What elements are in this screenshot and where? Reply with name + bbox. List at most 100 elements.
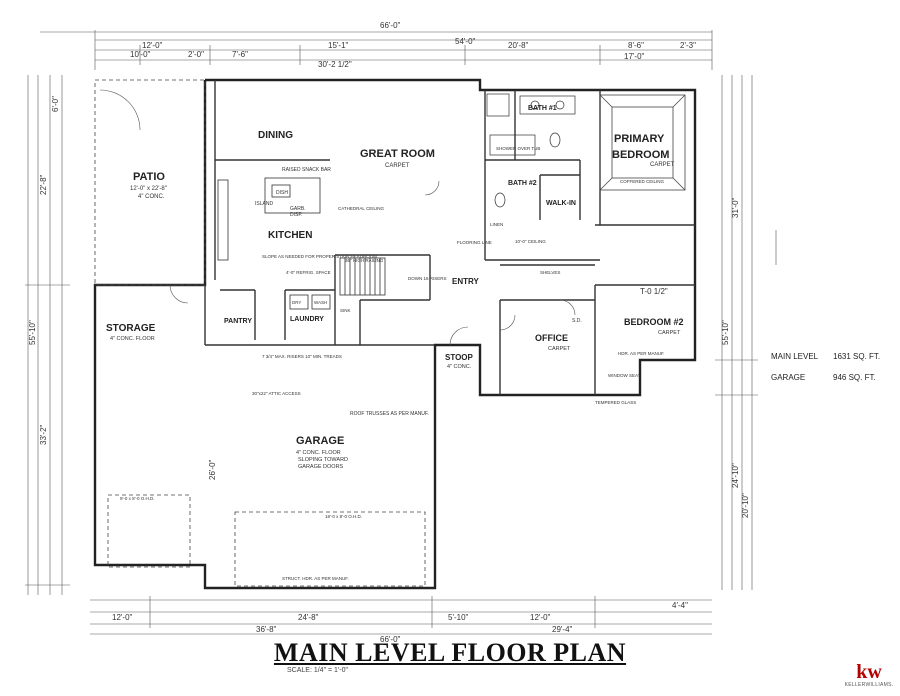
note-linen: LINEN <box>490 222 503 227</box>
primary-floor: CARPET <box>650 162 675 168</box>
stoop-floor: 4" CONC. <box>447 364 472 370</box>
dim-right-3: 24'-10" <box>731 463 740 488</box>
room-office: OFFICE <box>535 333 568 343</box>
garage-floor-1: 4" CONC. FLOOR <box>296 450 341 456</box>
coffered-ceiling <box>599 94 686 191</box>
dim-top-4: 7'-6" <box>232 50 248 59</box>
note-attic: 30"x22" ATTIC ACCESS <box>252 391 301 396</box>
dim-bottom-total: 66'-0" <box>380 635 401 644</box>
dishwasher <box>271 184 291 198</box>
toilet <box>549 132 561 148</box>
note-struct-hdr: STRUCT. HDR. AS PER MANUF. <box>282 576 349 581</box>
room-garage: GARAGE <box>296 435 344 447</box>
dim-top-sub: 54'-0" <box>455 37 476 46</box>
garage-area-value: 946 SQ. FT. <box>833 373 876 382</box>
dim-top-8: 8'-6" <box>628 41 644 50</box>
storage-floor: 4" CONC. FLOOR <box>110 336 155 342</box>
room-storage: STORAGE <box>106 323 156 334</box>
kw-logo: kw KELLERWILLIAMS. <box>842 662 896 694</box>
note-roof-truss: ROOF TRUSSES AS PER MANUF. <box>350 411 429 417</box>
dim-bottom-2: 24'-8" <box>298 613 319 622</box>
room-kitchen: KITCHEN <box>268 230 312 241</box>
great-room-floor: CARPET <box>385 163 410 169</box>
main-level-value: 1631 SQ. FT. <box>833 352 881 361</box>
dim-right-2: 31'-0" <box>731 197 740 218</box>
dim-bottom-4: 12'-0" <box>530 613 551 622</box>
dryer <box>289 294 309 310</box>
note-island: ISLAND <box>255 201 273 207</box>
dim-bottom-1: 12'-0" <box>112 613 133 622</box>
dim-top-1: 12'-0" <box>142 41 163 50</box>
tub <box>489 134 536 156</box>
note-railing: 36" HIGH RAILING <box>345 258 384 263</box>
note-wash: WASH <box>314 300 327 305</box>
room-bath1: BATH #1 <box>528 105 557 112</box>
dim-bottom-sub2: 29'-4" <box>552 625 573 634</box>
dim-left-1: 55'-10" <box>28 320 37 345</box>
note-shelves: SHELVES <box>540 270 560 275</box>
stairs <box>339 257 386 296</box>
note-ceiling-10: 10'-0" CEILING <box>515 239 546 244</box>
dim-bottom-3: 5'-10" <box>448 613 469 622</box>
note-slope-headroom: SLOPE AS NEEDED FOR PROPER STAIR HEADROO… <box>262 254 377 259</box>
dim-top-2: 10'-0" <box>130 50 151 59</box>
dim-top-9: 17'-0" <box>624 52 645 61</box>
note-cathedral: CATHEDRAL CEILING <box>338 206 385 211</box>
plan-title: MAIN LEVEL FLOOR PLAN <box>273 638 627 667</box>
garage-floor-3: GARAGE DOORS <box>298 464 344 470</box>
dim-top-6: 30'-2 1/2" <box>318 60 352 69</box>
washer <box>311 294 331 310</box>
dim-left-2: 33'-2" <box>39 424 48 445</box>
room-walk-in: WALK-IN <box>546 200 576 207</box>
dim-bedroom2-width: T-0 1/2" <box>640 287 668 296</box>
dim-left-4: 6'-0" <box>51 96 60 112</box>
exterior-walls <box>93 78 697 590</box>
note-gard: GARB. <box>290 206 306 212</box>
office-floor: CARPET <box>548 346 571 352</box>
dim-top-5: 15'-1" <box>328 41 349 50</box>
note-down: DOWN 16 RISERS <box>408 276 447 281</box>
garage-door-single <box>107 494 191 568</box>
note-window-seat: WINDOW SEAT <box>608 373 641 378</box>
room-bedroom2: BEDROOM #2 <box>624 317 684 327</box>
dim-right-1: 55'-10" <box>721 320 730 345</box>
dim-bottom-sub1: 36'-8" <box>256 625 277 634</box>
dim-top-7: 20'-8" <box>508 41 529 50</box>
note-flooring-line: FLOORING LINE <box>457 240 492 245</box>
room-dining: DINING <box>258 130 293 141</box>
patio-floor: 4" CONC. <box>138 194 165 200</box>
kitchen-island <box>264 177 321 214</box>
dim-bottom-5: 4'-4" <box>672 601 688 610</box>
note-stairs: 7 3/4" MAX. RISERS 10" MIN. TREADS <box>262 354 342 359</box>
bedroom2-floor: CARPET <box>658 330 681 336</box>
note-sink: SINK <box>340 308 351 313</box>
room-stoop: STOOP <box>445 353 474 362</box>
note-refrig: 4'-0" REFRIG. SPACE <box>286 270 331 275</box>
dim-right-4: 20'-10" <box>741 493 750 518</box>
plan-scale: SCALE: 1/4" = 1'-0" <box>287 667 348 674</box>
garage-area-label: GARAGE <box>771 373 806 382</box>
room-bath2: BATH #2 <box>508 180 537 187</box>
garage-door-double <box>234 511 426 587</box>
dim-top-3: 2'-0" <box>188 50 204 59</box>
room-primary: PRIMARY <box>614 133 665 145</box>
kitchen-counter <box>217 179 229 261</box>
dim-left-3: 22'-8" <box>39 174 48 195</box>
kw-mark: kw <box>856 661 882 683</box>
room-patio: PATIO <box>133 171 165 183</box>
note-ohd-double: 18'-0 x 8'-0 O.H.D. <box>325 514 362 519</box>
patio-size: 12'-0" x 22'-8" <box>130 186 167 192</box>
dim-garage-depth: 26'-0" <box>208 459 217 480</box>
note-coffered: COFFERED CEILING <box>620 179 665 184</box>
note-dryer: DRY <box>292 300 301 305</box>
note-hdr-manuf: HDR. AS PER MANUF. <box>618 351 665 356</box>
bath1-vanity <box>519 95 576 115</box>
patio-outline <box>94 79 206 286</box>
note-ohd-single: 9'-0 x 8'-0 O.H.D. <box>120 496 154 501</box>
note-disp: DISP. <box>290 212 302 218</box>
note-sd-office: S.D. <box>572 318 582 324</box>
room-entry: ENTRY <box>452 277 479 286</box>
patio-door-swing <box>99 89 141 131</box>
